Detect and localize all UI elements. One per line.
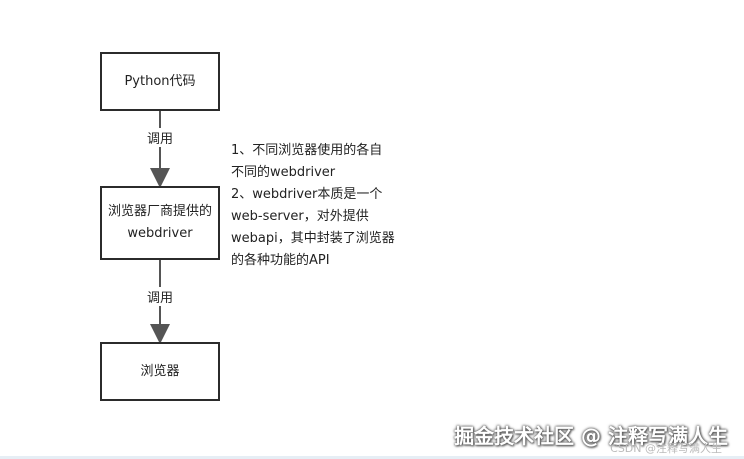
node-python-code: Python代码 (100, 52, 220, 111)
watermark-small: CSDN @注释写满人生 (610, 442, 722, 455)
node-browser-label: 浏览器 (140, 363, 180, 379)
note-line: 的各种功能的API (231, 253, 330, 268)
note-line: 1、不同浏览器使用的各自 (231, 143, 383, 158)
bottom-rule (0, 456, 744, 459)
watermark-main: 掘金技术社区 @ 注释写满人生 (454, 424, 728, 448)
note-line: 不同的webdriver (231, 165, 336, 180)
note-line: webapi，其中封装了浏览器 (231, 231, 395, 246)
edge-label-call-2: 调用 (145, 287, 176, 306)
edge-label-call-1: 调用 (145, 128, 176, 147)
notes-text: 1、不同浏览器使用的各自 不同的webdriver 2、webdriver本质是… (231, 140, 431, 272)
node-driver-line2: webdriver (127, 226, 193, 241)
note-line: web-server，对外提供 (231, 209, 369, 224)
node-driver: 浏览器厂商提供的 webdriver (100, 186, 220, 260)
node-browser: 浏览器 (100, 342, 220, 401)
node-python-code-label: Python代码 (124, 73, 196, 89)
node-driver-line1: 浏览器厂商提供的 (107, 204, 212, 219)
note-line: 2、webdriver本质是一个 (231, 187, 383, 202)
